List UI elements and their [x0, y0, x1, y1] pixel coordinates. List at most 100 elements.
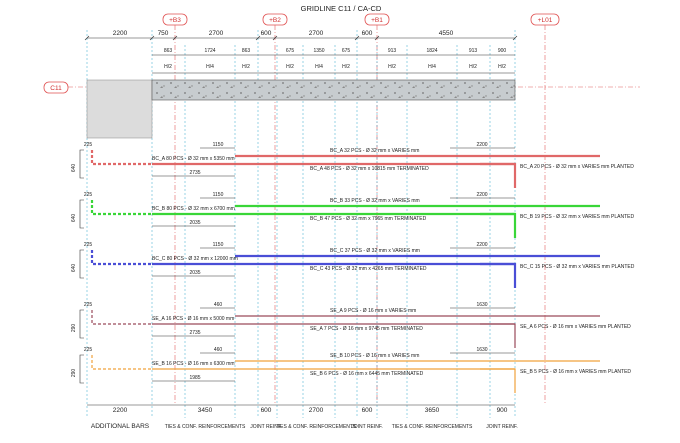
height-dim: 640: [71, 264, 77, 273]
h-label: H/2: [498, 64, 506, 70]
height-bracket: [79, 199, 84, 229]
grid-tag-label: +B1: [371, 17, 383, 24]
bar-mark-label: BC_C 15 PCS - Ø 32 mm x VARIES mm PLANTE…: [520, 264, 635, 270]
bar-mark-label: BC_C 43 PCS - Ø 32 mm x 4265 mm TERMINAT…: [310, 266, 427, 272]
hook-dim: 225: [84, 192, 93, 198]
grid-tag-label: +B2: [269, 17, 281, 24]
lap-dim: 1150: [213, 242, 224, 248]
height-bracket: [79, 354, 84, 384]
top-dim: 4550: [439, 30, 454, 37]
bar-mark-label: BC_A 32 PCS - Ø 32 mm x VARIES mm: [330, 148, 419, 154]
hook-dim: 225: [84, 302, 93, 308]
sub-dim: 913: [469, 48, 478, 54]
grid-tag-label: +L01: [538, 17, 553, 24]
top-dim: 2700: [309, 30, 324, 37]
h-label: H/2: [388, 64, 396, 70]
sub-dim: 1824: [426, 48, 437, 54]
bar-mark-label: BC_B 33 PCS - Ø 32 mm x VARIES mm: [330, 198, 420, 204]
run-dim: 2035: [189, 270, 200, 276]
top-dim: 2200: [113, 30, 128, 37]
bottom-dimension-chain: 2200 3450 600 2700 600 3650 900 ADDITION…: [87, 404, 518, 430]
bottom-label: JOINT REINF.: [351, 424, 383, 430]
hook-dim: 225: [84, 142, 93, 148]
terminated-bar: [480, 368, 516, 393]
bar-mark-label: BC_A 48 PCS - Ø 32 mm x 10815 mm TERMINA…: [310, 166, 429, 172]
bottom-label: JOINT REINF.: [486, 424, 518, 430]
hook-dim: 225: [84, 242, 93, 248]
grid-tag-label: C11: [50, 85, 62, 92]
bar-mark-label: BC_B 47 PCS - Ø 32 mm x 7965 mm TERMINAT…: [310, 216, 427, 222]
bottom-label: TIES & CONF. REINFORCEMENTS: [392, 424, 473, 430]
top-dim: 600: [261, 30, 272, 37]
bar-mark-label: SE_B 5 PCS - Ø 16 mm x VARIES mm PLANTED: [520, 369, 631, 375]
h-label: H/2: [242, 64, 250, 70]
lap-dim: 1150: [213, 142, 224, 148]
bottom-label: ADDITIONAL BARS: [91, 423, 150, 430]
right-dim: 1630: [476, 302, 487, 308]
bar-mark-label: SE_A 7 PCS - Ø 16 mm x 9745 mm TERMINATE…: [310, 326, 423, 332]
grid-tag-b1: +B1: [364, 13, 390, 26]
bar-mark-label: SE_A 6 PCS - Ø 16 mm x VARIES mm PLANTED: [520, 324, 631, 330]
sub-dim: 675: [342, 48, 351, 54]
h-label: H/4: [428, 64, 436, 70]
h-label: H/2: [469, 64, 477, 70]
terminated-bar: [480, 323, 516, 348]
bar-mark-label: BC_B 80 PCS - Ø 32 mm x 6700 mm: [152, 206, 235, 212]
bar-mark-label: BC_B 19 PCS - Ø 32 mm x VARIES mm PLANTE…: [520, 214, 634, 220]
grid-tag-l01: +L01: [530, 13, 560, 26]
terminated-bar: [480, 162, 517, 188]
h-label: H/2: [286, 64, 294, 70]
lap-dim: 460: [214, 347, 223, 353]
bar-mark-label: BC_A 80 PCS - Ø 32 mm x 5350 mm: [152, 156, 235, 162]
grid-tag-b3: +B3: [162, 13, 188, 26]
run-dim: 2735: [189, 330, 200, 336]
top-dim: 2700: [209, 30, 224, 37]
bottom-dim: 600: [261, 407, 272, 414]
bottom-dim: 2200: [113, 407, 128, 414]
right-dim: 2200: [476, 142, 487, 148]
bottom-dim: 3450: [198, 407, 213, 414]
run-dim: 2035: [189, 220, 200, 226]
top-dim: 750: [158, 30, 169, 37]
bottom-dim: 600: [362, 407, 373, 414]
h-label: H/4: [206, 64, 214, 70]
height-dim: 290: [71, 369, 77, 378]
bottom-label: TIES & CONF. REINFORCEMENTS: [276, 424, 357, 430]
hook-dim: 225: [84, 347, 93, 353]
bar-mark-label: BC_C 80 PCS - Ø 32 mm x 12000 mm: [152, 256, 238, 262]
bottom-label: JOINT REINF.: [250, 424, 282, 430]
bar-mark-label: BC_C 37 PCS - Ø 32 mm x VARIES mm: [330, 248, 420, 254]
height-dim: 640: [71, 214, 77, 223]
run-dim: 1985: [189, 375, 200, 381]
right-dim: 2200: [476, 242, 487, 248]
height-bracket: [79, 309, 84, 339]
bar-mark-label: SE_A 9 PCS - Ø 16 mm x VARIES mm: [330, 308, 416, 314]
sub-dim: 675: [286, 48, 295, 54]
bottom-label: TIES & CONF. REINFORCEMENTS: [165, 424, 246, 430]
grid-tag-label: +B3: [169, 17, 181, 24]
drawing-title: GRIDLINE C11 / CA-CD: [301, 4, 382, 13]
height-bracket: [79, 149, 84, 179]
bottom-dim: 900: [497, 407, 508, 414]
run-dim: 2735: [189, 170, 200, 176]
additional-bar: [90, 200, 152, 216]
terminated-bar: [480, 212, 517, 238]
sub-dim: 913: [388, 48, 397, 54]
additional-bar: [90, 150, 152, 166]
top-dimension-chain: 2200 750 2700 600 2700 600 4550 863 1724…: [84, 30, 518, 74]
sub-dim: 863: [242, 48, 251, 54]
top-dim: 600: [362, 30, 373, 37]
sub-dim: 900: [498, 48, 507, 54]
lap-dim: 460: [214, 302, 223, 308]
bottom-dim: 3650: [425, 407, 440, 414]
right-dim: 2200: [476, 192, 487, 198]
additional-bar: [91, 355, 152, 370]
lap-dim: 1150: [213, 192, 224, 198]
additional-bar: [91, 310, 152, 325]
terminated-bar: [480, 262, 517, 288]
